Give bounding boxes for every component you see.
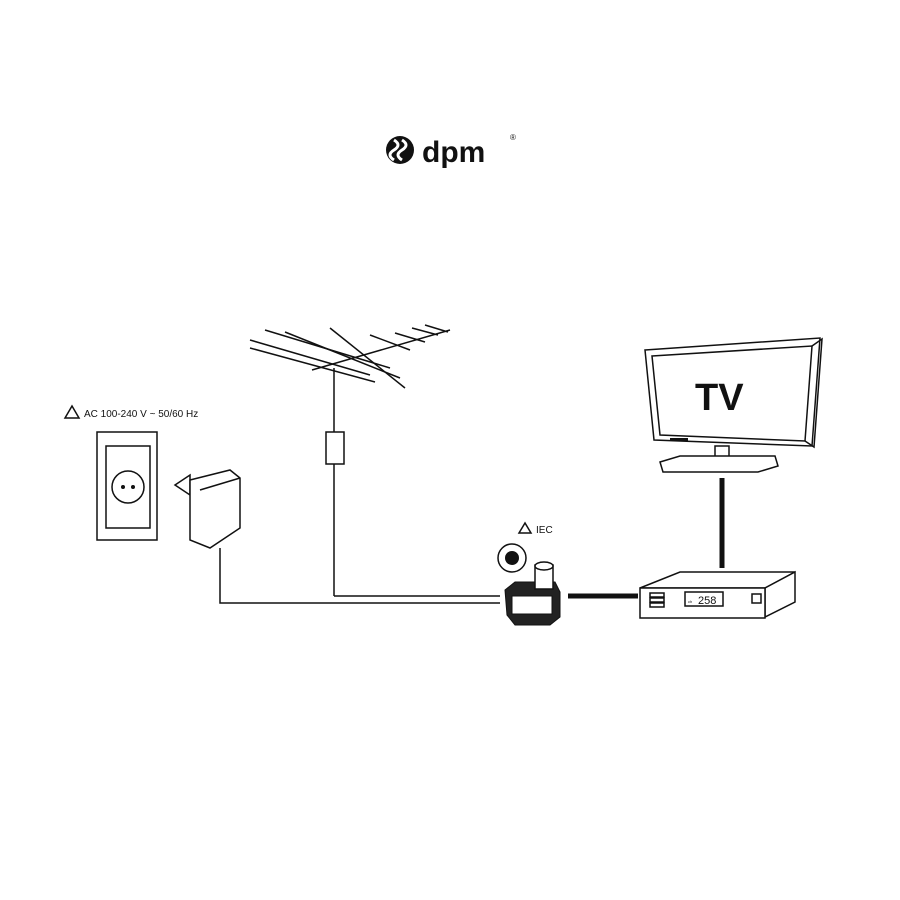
display-prefix: ch <box>688 599 692 604</box>
iec-warning: IEC <box>497 521 553 573</box>
power-warning: AC 100-240 V ~ 50/60 Hz <box>63 404 198 420</box>
antenna <box>249 324 500 597</box>
warning-icon <box>63 404 81 419</box>
receiver-display: 258 <box>698 595 716 607</box>
amplifier <box>504 561 561 626</box>
tv-label: TV <box>695 377 744 419</box>
power-label: AC 100-240 V ~ 50/60 Hz <box>84 409 198 420</box>
dpm-logo: dpm ® <box>386 133 516 169</box>
iec-label: IEC <box>536 525 553 536</box>
logo-text: dpm <box>422 136 485 169</box>
warning-icon <box>517 521 533 534</box>
logo-registered: ® <box>510 133 516 142</box>
tv: TV <box>644 337 823 473</box>
power-adapter <box>173 469 500 604</box>
wall-socket <box>96 431 158 541</box>
receiver: ch 258 <box>639 570 796 619</box>
